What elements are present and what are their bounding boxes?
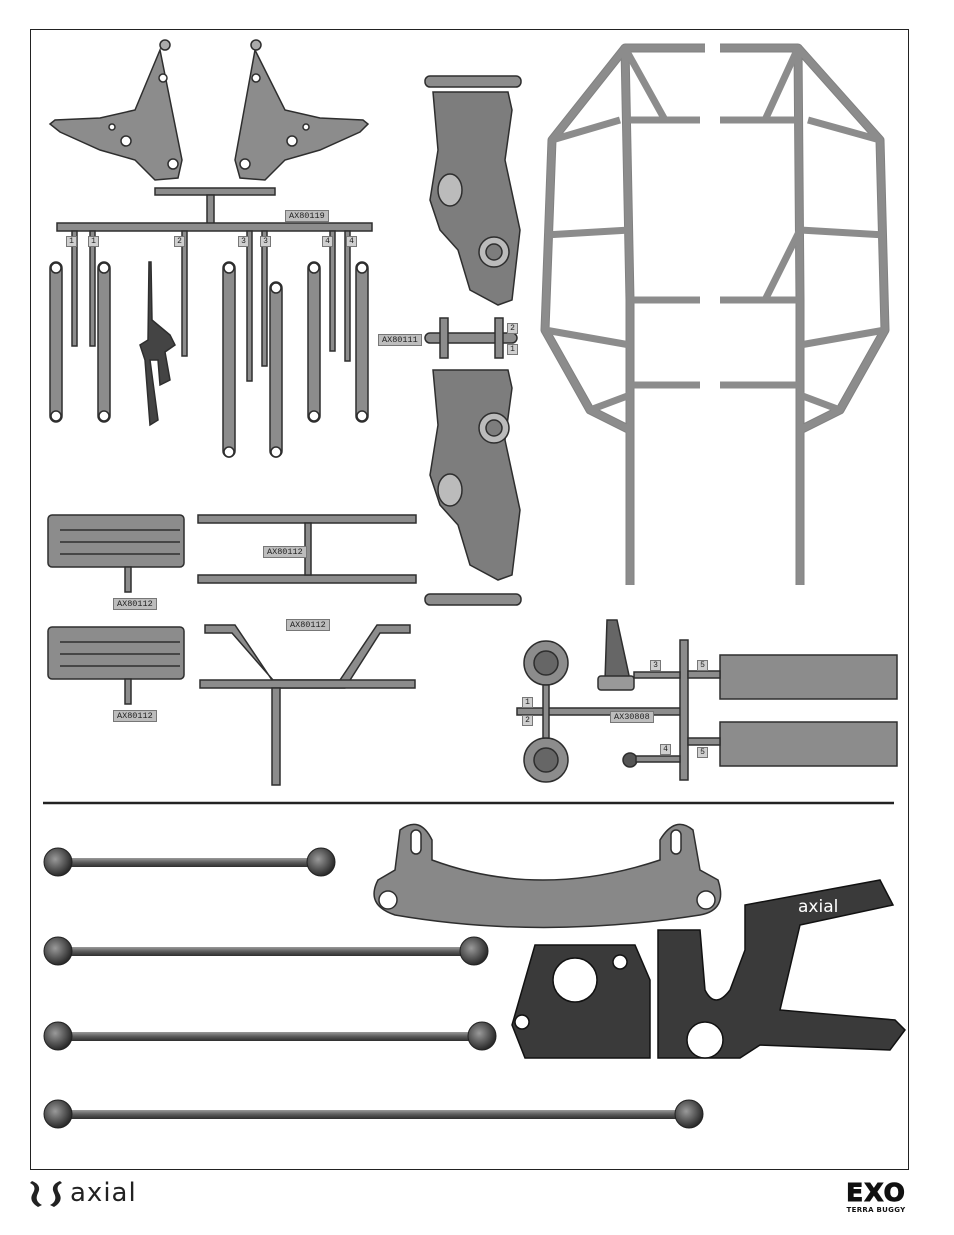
tree-number: 1 xyxy=(88,236,99,247)
tree-number: 3 xyxy=(260,236,271,247)
tree-number: 5 xyxy=(697,747,708,758)
tree-number: 2 xyxy=(522,715,533,726)
tree-number: 1 xyxy=(66,236,77,247)
part-tag: AX80112 xyxy=(113,710,157,722)
a-arm-tree xyxy=(425,76,521,605)
tree-number: 1 xyxy=(522,697,533,708)
product-logo: EXO TERRA BUGGY xyxy=(836,1180,916,1220)
tree-number: 4 xyxy=(322,236,333,247)
tree-number: 2 xyxy=(174,236,185,247)
tree-number: 1 xyxy=(507,344,518,355)
tree-number: 3 xyxy=(650,660,661,671)
roll-cage xyxy=(545,48,885,585)
part-tag: AX80112 xyxy=(263,546,307,558)
radiator-tree xyxy=(48,515,416,785)
upright-tree xyxy=(50,40,372,457)
housing-logo: axial xyxy=(798,897,838,917)
axial-mark-icon xyxy=(28,1177,64,1209)
product-subtitle: TERRA BUGGY xyxy=(836,1206,916,1214)
part-tag: AX80112 xyxy=(286,619,330,631)
part-tag: AX30808 xyxy=(610,711,654,723)
part-tag: AX80119 xyxy=(285,210,329,222)
part-tag: AX80112 xyxy=(113,598,157,610)
product-mark: EXO xyxy=(836,1180,916,1206)
brand-logo: axial xyxy=(28,1175,137,1211)
arched-brace xyxy=(374,824,721,927)
tree-number: 4 xyxy=(346,236,357,247)
tree-number: 4 xyxy=(660,744,671,755)
part-tag: AX80111 xyxy=(378,334,422,346)
tree-number: 5 xyxy=(697,660,708,671)
tree-number: 3 xyxy=(238,236,249,247)
brand-name: axial xyxy=(70,1178,137,1208)
tree-number: 2 xyxy=(507,323,518,334)
